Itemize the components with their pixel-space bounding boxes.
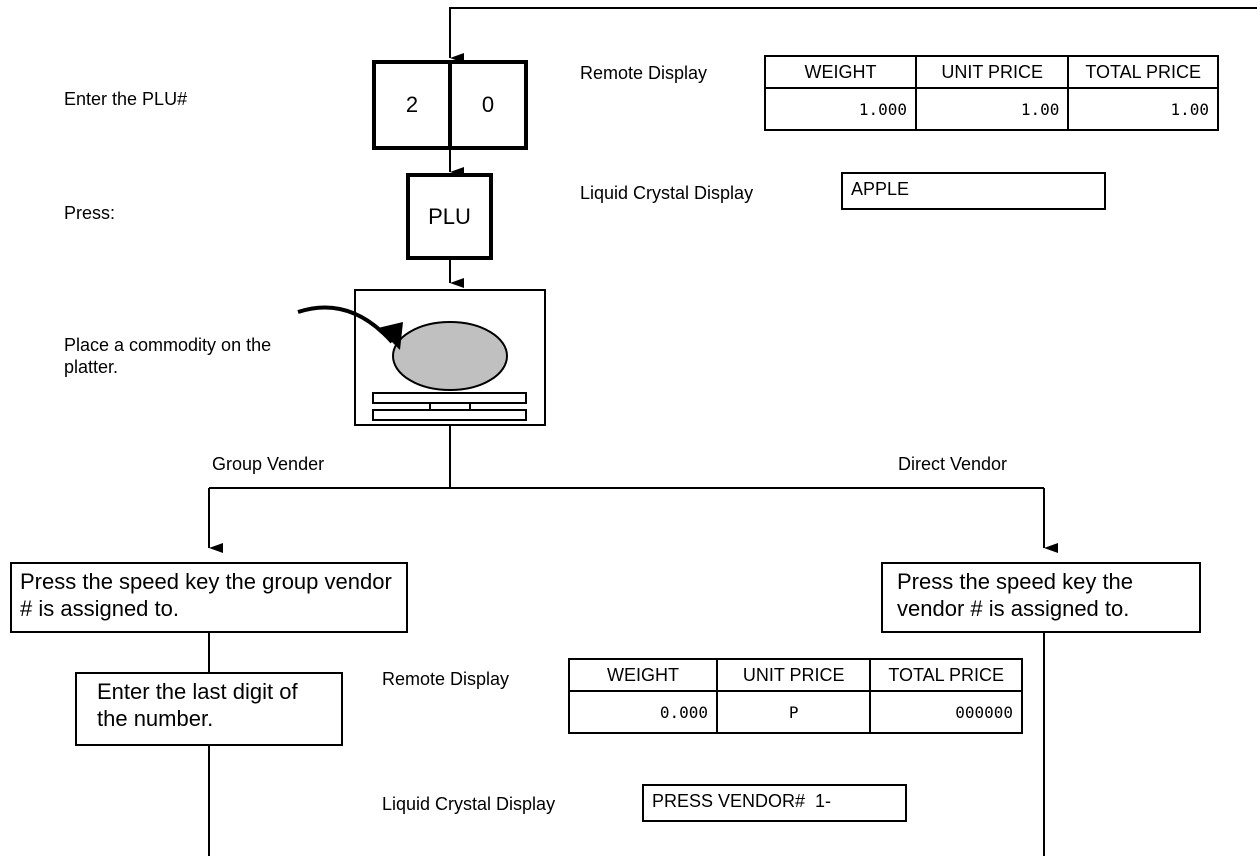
- last-digit-instruction: Enter the last digit of the number.: [75, 672, 343, 746]
- plu-key: PLU: [406, 173, 493, 260]
- direct-vendor-label: Direct Vendor: [898, 454, 1008, 474]
- remote-display-label-2: Remote Display: [382, 669, 510, 689]
- rd2-unit-price-value: P: [716, 690, 872, 734]
- group-vendor-instruction: Press the speed key the group vendor # i…: [10, 562, 408, 633]
- step-enter-plu: Enter the PLU#: [64, 89, 188, 109]
- scale-icon: [354, 289, 546, 426]
- loop-back-line: [449, 7, 1257, 63]
- remote-display-1: WEIGHT UNIT PRICE TOTAL PRICE 1.000 1.00…: [763, 55, 1219, 131]
- lcd-label-1: Liquid Crystal Display: [580, 183, 754, 203]
- rd2-weight-value: 0.000: [567, 690, 719, 734]
- rd1-unit-price-header: UNIT PRICE: [915, 55, 1070, 89]
- remote-display-label-1: Remote Display: [580, 63, 708, 83]
- rd1-unit-price-value: 1.00: [915, 87, 1070, 131]
- remote-display-2: WEIGHT UNIT PRICE TOTAL PRICE 0.000 P 00…: [567, 658, 1023, 734]
- step-place-commodity: Place a commodity on the platter.: [64, 335, 272, 377]
- lcd-label-2: Liquid Crystal Display: [382, 794, 556, 814]
- rd1-weight-value: 1.000: [763, 87, 918, 131]
- rd2-total-price-header: TOTAL PRICE: [869, 658, 1023, 692]
- rd2-weight-header: WEIGHT: [567, 658, 719, 692]
- rd2-total-price-value: 000000: [869, 690, 1023, 734]
- rd1-total-price-value: 1.00: [1067, 87, 1219, 131]
- rd2-unit-price-header: UNIT PRICE: [716, 658, 872, 692]
- digit-key-2: 2: [372, 60, 452, 150]
- group-vender-label: Group Vender: [212, 454, 325, 474]
- lcd-display-1: APPLE: [841, 172, 1106, 210]
- step-press: Press:: [64, 203, 116, 223]
- rd1-weight-header: WEIGHT: [763, 55, 918, 89]
- lcd-display-2: PRESS VENDOR# 1-: [642, 784, 907, 822]
- direct-vendor-instruction: Press the speed key the vendor # is assi…: [881, 562, 1201, 633]
- digit-key-0: 0: [448, 60, 528, 150]
- rd1-total-price-header: TOTAL PRICE: [1067, 55, 1219, 89]
